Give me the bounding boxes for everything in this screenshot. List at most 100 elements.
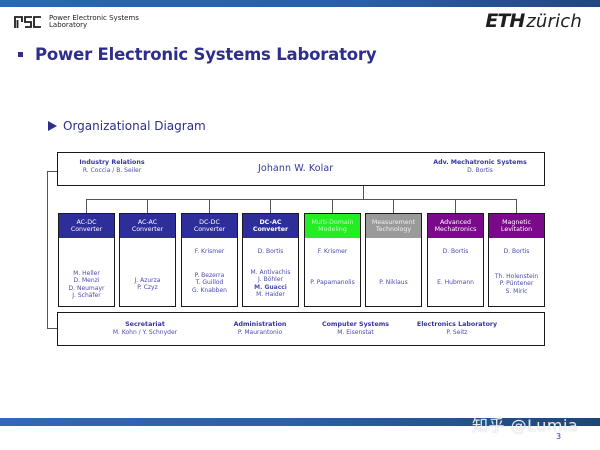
- connector-left-bracket-top: [47, 171, 57, 173]
- secretariat-unit: Secretariat M. Kohn / Y. Schnyder: [100, 321, 190, 337]
- group-title-line-1: Magnetic: [502, 218, 531, 226]
- member: G. Knabben: [192, 286, 227, 294]
- administration-unit: Administration P. Maurantonio: [225, 321, 295, 337]
- eth-logo-light: zürich: [526, 11, 582, 32]
- unit-title: Computer Systems: [321, 321, 390, 328]
- group-members: M. Heller D. Menzi D. Neumayr J. Schäfer: [59, 270, 114, 300]
- top-header-bar: [0, 0, 600, 7]
- unit-title: Adv. Mechatronic Systems: [433, 159, 527, 166]
- connector-drop-7: [455, 199, 457, 213]
- group-header: Advanced Mechatronics: [428, 214, 483, 238]
- group-title-line-1: DC-DC: [199, 218, 220, 226]
- connector-drop-8: [516, 199, 518, 213]
- connector-left-bracket-vertical: [47, 171, 49, 329]
- member: M. Guacci: [254, 283, 287, 291]
- group-members: Th. Holenstein P. Püntener S. Miric: [489, 273, 544, 295]
- unit-title: Administration: [233, 321, 287, 328]
- unit-names: R. Coccia / B. Seiler: [82, 167, 142, 174]
- group-title-line-2: Technology: [375, 226, 412, 233]
- member: P. Püntener: [499, 280, 534, 288]
- group-header: DC-DC Converter: [182, 214, 237, 238]
- connector-bus: [86, 199, 517, 201]
- group-header: AC-DC Converter: [59, 214, 114, 238]
- connector-drop-2: [147, 199, 149, 213]
- connector-drop-4: [270, 199, 272, 213]
- group-lead: F. Krismer: [317, 248, 348, 255]
- member: E. Hubmann: [437, 279, 474, 286]
- connector-left-bracket-bottom: [47, 328, 57, 330]
- page-number: 3: [556, 432, 562, 441]
- group-measurement-technology: Measurement Technology P. Niklaus: [365, 213, 422, 307]
- member: D. Menzi: [73, 277, 100, 285]
- industry-relations-unit: Industry Relations R. Coccia / B. Seiler: [68, 159, 156, 175]
- member: P. Niklaus: [379, 279, 408, 286]
- member: Th. Holenstein: [494, 273, 539, 280]
- page-title: Power Electronic Systems Laboratory: [35, 45, 377, 64]
- group-title-line-1: DC-AC: [259, 218, 282, 226]
- group-title-line-2: Converter: [131, 226, 164, 233]
- watermark-text: 知乎 @Lumia: [472, 416, 579, 435]
- pes-logo-icon: [14, 16, 41, 28]
- eth-logo-bold: ETH: [485, 10, 525, 32]
- computer-systems-unit: Computer Systems M. Eisenstat: [318, 321, 393, 337]
- eth-zurich-logo: ETH zürich: [485, 10, 582, 32]
- member: P. Bezerra: [194, 272, 225, 279]
- group-title-line-1: Multi-Domain: [311, 218, 354, 226]
- group-magnetic-levitation: Magnetic Levitation D. Bortis Th. Holens…: [488, 213, 545, 307]
- group-ac-ac-converter: AC-AC Converter J. Azurza P. Czyz: [119, 213, 176, 307]
- group-header: Magnetic Levitation: [489, 214, 544, 238]
- group-title-line-1: AC-DC: [76, 218, 97, 226]
- group-members: J. Azurza P. Czyz: [120, 277, 175, 292]
- group-ac-dc-converter: AC-DC Converter M. Heller D. Menzi D. Ne…: [58, 213, 115, 307]
- unit-names: D. Bortis: [467, 167, 493, 174]
- logo-line-2: Laboratory: [49, 21, 88, 29]
- connector-trunk: [363, 186, 365, 199]
- group-lead: D. Bortis: [442, 248, 469, 255]
- unit-title: Electronics Laboratory: [416, 321, 498, 328]
- group-members: P. Niklaus: [366, 279, 421, 286]
- unit-names: M. Eisenstat: [337, 329, 374, 336]
- connector-drop-5: [332, 199, 334, 213]
- member: M. Antivachis: [250, 269, 291, 276]
- group-title-line-2: Converter: [70, 226, 103, 233]
- member: D. Neumayr: [68, 284, 105, 292]
- unit-names: M. Kohn / Y. Schnyder: [112, 329, 178, 336]
- group-title-line-2: Levitation: [500, 226, 533, 233]
- member: T. Guillod: [195, 279, 224, 287]
- member: J. Böhler: [258, 276, 283, 284]
- group-title-line-2: Converter: [252, 226, 289, 233]
- member: S. Miric: [505, 287, 528, 295]
- group-dc-ac-converter: DC-AC Converter D. Bortis M. Antivachis …: [242, 213, 299, 307]
- page-title-row: Power Electronic Systems Laboratory: [18, 45, 377, 64]
- connector-drop-1: [86, 199, 88, 213]
- logo-text: Power Electronic Systems Laboratory: [49, 14, 139, 30]
- adv-mechatronic-systems-unit: Adv. Mechatronic Systems D. Bortis: [430, 159, 530, 175]
- square-bullet-icon: [18, 52, 23, 57]
- member: P. Papamanolis: [310, 279, 355, 286]
- member: J. Azurza: [134, 277, 161, 284]
- member: M. Haider: [256, 291, 285, 299]
- group-members: P. Papamanolis: [305, 279, 360, 286]
- connector-drop-6: [393, 199, 395, 213]
- group-members: M. Antivachis J. Böhler M. Guacci M. Hai…: [243, 269, 298, 299]
- group-header: AC-AC Converter: [120, 214, 175, 238]
- group-members: P. Bezerra T. Guillod G. Knabben: [182, 272, 237, 294]
- unit-names: P. Seitz: [446, 329, 468, 336]
- footer-bar: [0, 418, 600, 426]
- member: M. Heller: [73, 270, 100, 277]
- group-header: Multi-Domain Modeling: [305, 214, 360, 238]
- member: P. Czyz: [137, 284, 158, 292]
- group-multi-domain-modeling: Multi-Domain Modeling F. Krismer P. Papa…: [304, 213, 361, 307]
- group-lead: D. Bortis: [257, 248, 284, 255]
- group-title-line-1: AC-AC: [137, 218, 158, 226]
- section-heading: Organizational Diagram: [63, 119, 206, 133]
- group-header: DC-AC Converter: [243, 214, 298, 238]
- unit-names: P. Maurantonio: [237, 329, 283, 336]
- group-lead: F. Krismer: [194, 248, 225, 255]
- director-name: Johann W. Kolar: [258, 163, 334, 174]
- group-title-line-2: Converter: [193, 226, 226, 233]
- group-header: Measurement Technology: [366, 214, 421, 238]
- unit-title: Industry Relations: [79, 159, 145, 166]
- group-lead: D. Bortis: [503, 248, 530, 255]
- leadership-box: [57, 152, 545, 186]
